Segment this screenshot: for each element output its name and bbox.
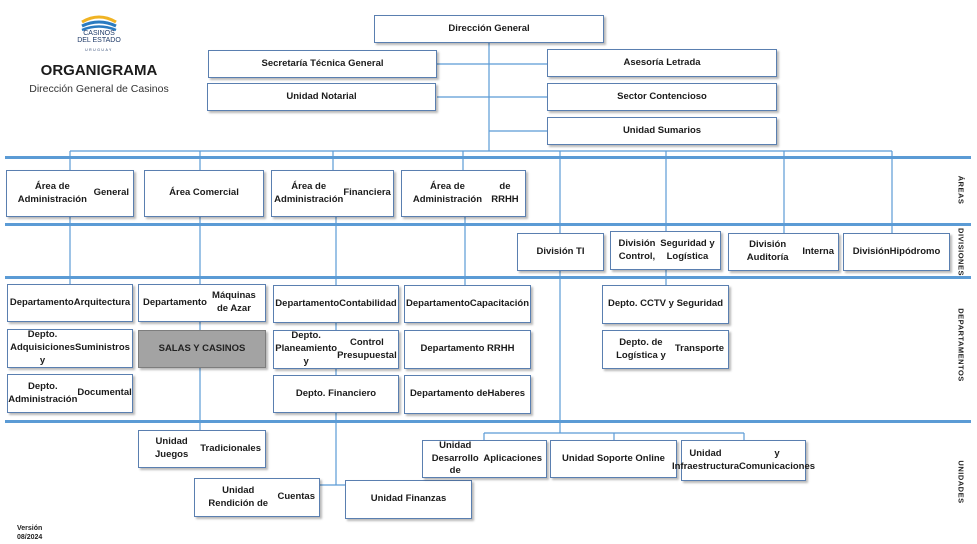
page-title: ORGANIGRAMA (40, 62, 158, 79)
casinos-logo-icon (81, 15, 117, 32)
box-secretaria-tecnica[interactable]: Secretaría Técnica General (208, 50, 437, 78)
areas-band-top (5, 156, 971, 159)
box-depto-rrhh[interactable]: Departamento RRHH (404, 330, 531, 369)
box-unidad-soporte[interactable]: Unidad Soporte Online (550, 440, 677, 478)
page-subtitle: Dirección General de Casinos (29, 83, 169, 95)
logo-subtext: URUGUAY (85, 48, 113, 52)
box-asesoria-letrada[interactable]: Asesoría Letrada (547, 49, 777, 77)
box-division-ti[interactable]: División TI (517, 233, 604, 271)
box-sector-contencioso[interactable]: Sector Contencioso (547, 83, 777, 111)
areas-band-bottom (5, 223, 971, 226)
box-unidad-sumarios[interactable]: Unidad Sumarios (547, 117, 777, 145)
box-salas-casinos[interactable]: SALAS Y CASINOS (138, 330, 266, 368)
box-depto-cctv[interactable]: Depto. CCTV y Seguridad (602, 285, 729, 324)
box-depto-financiero[interactable]: Depto. Financiero (273, 375, 399, 413)
logo-text: CASINOS DEL ESTADO (77, 30, 121, 45)
box-unidad-finanzas[interactable]: Unidad Finanzas (345, 480, 472, 519)
box-area-comercial[interactable]: Área Comercial (144, 170, 264, 217)
box-division-control[interactable]: División Control,Seguridad y Logística (610, 231, 721, 270)
units-band-top (5, 420, 971, 423)
version-label: Versión 08/2024 (17, 525, 43, 542)
box-unidad-notarial[interactable]: Unidad Notarial (207, 83, 436, 111)
box-direccion-general[interactable]: Dirección General (374, 15, 604, 43)
departments-band-top (5, 276, 971, 279)
